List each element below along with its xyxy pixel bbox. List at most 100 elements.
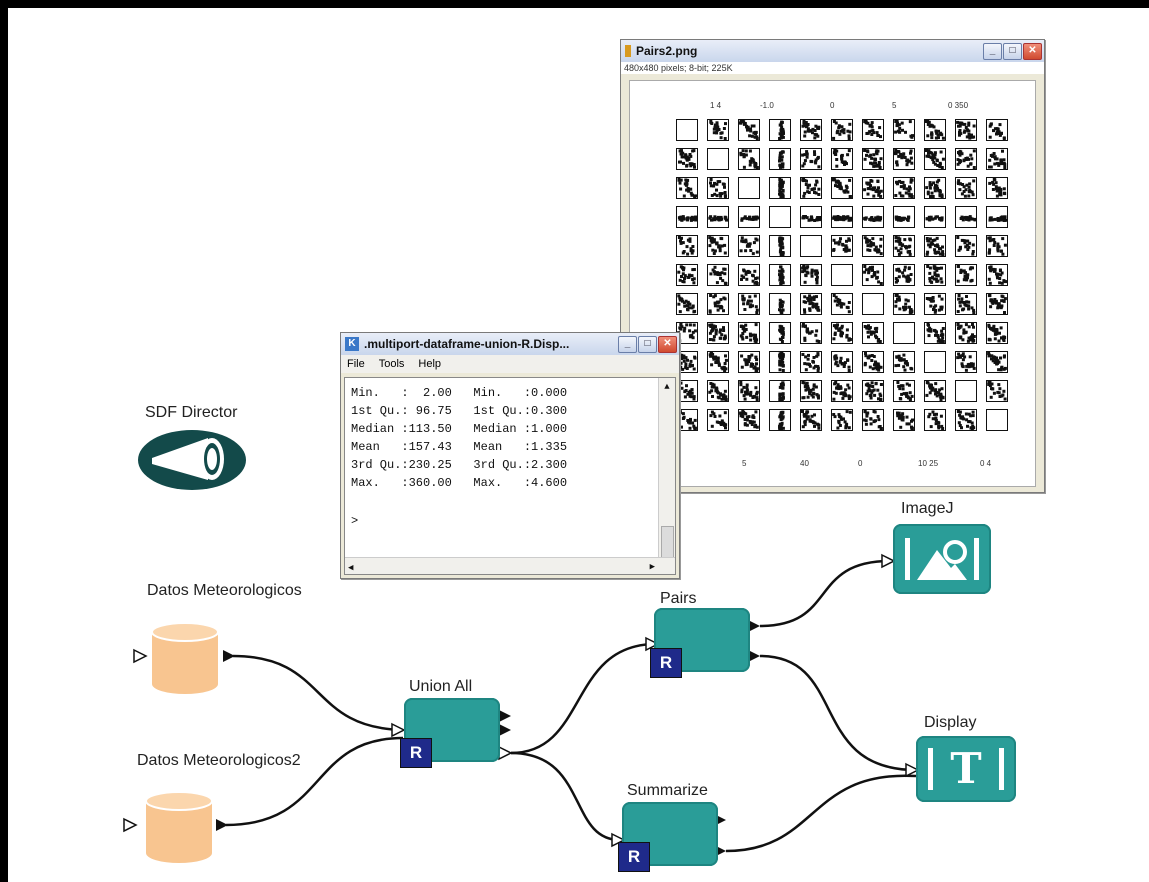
link-union-pairs xyxy=(510,642,657,755)
pairs-actor[interactable]: R xyxy=(650,608,750,678)
menu-help[interactable]: Help xyxy=(418,358,442,370)
scatter-cell xyxy=(769,177,791,199)
scatter-cell xyxy=(955,264,977,286)
top-axis-tick: 5 xyxy=(892,101,897,110)
variable-name-cell xyxy=(707,148,729,170)
scatter-cell xyxy=(738,293,760,315)
console-output[interactable]: Min. : 2.00 Min. :0.000 1st Qu.: 96.75 1… xyxy=(344,377,676,575)
scatter-cell xyxy=(924,264,946,286)
scatter-cell xyxy=(893,235,915,257)
scatter-cell xyxy=(893,293,915,315)
scatter-cell xyxy=(707,206,729,228)
scatter-cell xyxy=(862,351,884,373)
minimize-button[interactable]: _ xyxy=(983,43,1002,60)
console-prompt[interactable]: > xyxy=(351,514,359,528)
display-console-window[interactable]: K .multiport-dataframe-union-R.Disp... _… xyxy=(340,332,680,579)
link-pairs-display xyxy=(759,654,917,772)
director-label: SDF Director xyxy=(145,404,238,421)
variable-name-cell xyxy=(955,380,977,402)
scatter-cell xyxy=(955,206,977,228)
scatter-cell xyxy=(738,380,760,402)
close-button[interactable]: ✕ xyxy=(1023,43,1042,60)
variable-name-cell xyxy=(800,235,822,257)
scatter-cell xyxy=(893,351,915,373)
pairs-image-window[interactable]: Pairs2.png _ □ ✕ 480x480 pixels; 8-bit; … xyxy=(620,39,1045,493)
pairs-label: Pairs xyxy=(660,590,697,607)
scatter-cell xyxy=(707,293,729,315)
display-label: Display xyxy=(924,714,977,731)
variable-name-cell xyxy=(769,206,791,228)
scatter-cell xyxy=(955,235,977,257)
variable-name-cell xyxy=(676,119,698,141)
scatter-cell xyxy=(862,322,884,344)
close-button[interactable]: ✕ xyxy=(658,336,677,353)
summarize-actor[interactable]: R xyxy=(618,802,718,872)
kepler-icon: K xyxy=(345,337,359,351)
scatter-cell xyxy=(738,235,760,257)
summarize-label: Summarize xyxy=(627,782,708,799)
menu-tools[interactable]: Tools xyxy=(378,358,405,370)
scatter-cell xyxy=(707,322,729,344)
union-label: Union All xyxy=(409,678,473,695)
scatter-cell xyxy=(738,264,760,286)
datos2-database-icon[interactable] xyxy=(144,791,214,865)
scatter-cell xyxy=(986,119,1008,141)
scatter-cell xyxy=(893,177,915,199)
scatter-cell xyxy=(738,322,760,344)
scatter-cell xyxy=(738,148,760,170)
horizontal-scrollbar[interactable]: ◀ ▶ xyxy=(345,557,675,574)
imagej-actor[interactable] xyxy=(893,524,991,594)
scatter-cell xyxy=(769,235,791,257)
summary-row: Median :113.50 Median :1.000 xyxy=(351,422,568,436)
display-actor[interactable]: T xyxy=(916,736,1016,802)
scatter-cell xyxy=(800,409,822,431)
bottom-axis-tick: 5 xyxy=(742,459,747,468)
scatter-cell xyxy=(955,293,977,315)
scatter-cell xyxy=(924,119,946,141)
imagej-label: ImageJ xyxy=(901,500,954,517)
scatter-cell xyxy=(831,206,853,228)
scatter-cell xyxy=(893,148,915,170)
menu-file[interactable]: File xyxy=(347,358,365,370)
top-axis-tick: 0 350 xyxy=(948,101,969,110)
scatter-cell xyxy=(986,235,1008,257)
console-window-titlebar[interactable]: K .multiport-dataframe-union-R.Disp... _… xyxy=(341,333,679,355)
console-menubar: File Tools Help xyxy=(341,355,679,373)
scatter-cell xyxy=(955,148,977,170)
scatter-cell xyxy=(924,148,946,170)
scatter-cell xyxy=(893,409,915,431)
workflow-canvas: SDF Director Datos Meteorologicos Datos … xyxy=(8,8,1149,882)
scatter-cell xyxy=(955,322,977,344)
vertical-scrollbar[interactable]: ▲ ▼ xyxy=(658,378,675,574)
scatter-cell xyxy=(893,380,915,402)
scatter-cell xyxy=(707,235,729,257)
pairs-window-titlebar[interactable]: Pairs2.png _ □ ✕ xyxy=(621,40,1044,62)
maximize-button[interactable]: □ xyxy=(638,336,657,353)
scatter-cell xyxy=(831,409,853,431)
scatter-cell xyxy=(831,380,853,402)
scatter-cell xyxy=(862,409,884,431)
link-pairs-imagej xyxy=(759,559,891,628)
bottom-axis-tick: 0 4 xyxy=(980,459,992,468)
datos1-database-icon[interactable] xyxy=(150,622,220,696)
scatter-cell xyxy=(707,409,729,431)
summary-row: Min. : 2.00 Min. :0.000 xyxy=(351,386,568,400)
scatter-cell xyxy=(676,293,698,315)
director-icon[interactable] xyxy=(136,428,248,492)
scatter-cell xyxy=(707,177,729,199)
variable-name-cell xyxy=(738,177,760,199)
scatter-cell xyxy=(831,293,853,315)
scatter-cell xyxy=(769,264,791,286)
scatter-cell xyxy=(676,264,698,286)
scatter-cell xyxy=(986,177,1008,199)
scatter-cell xyxy=(986,206,1008,228)
scatter-cell xyxy=(986,322,1008,344)
scatter-cell xyxy=(676,177,698,199)
maximize-button[interactable]: □ xyxy=(1003,43,1022,60)
scatter-cell xyxy=(955,177,977,199)
image-file-icon xyxy=(625,45,631,57)
scatter-cell xyxy=(986,351,1008,373)
union-actor[interactable]: R xyxy=(400,698,500,768)
pairs-window-title: Pairs2.png xyxy=(636,44,698,58)
minimize-button[interactable]: _ xyxy=(618,336,637,353)
